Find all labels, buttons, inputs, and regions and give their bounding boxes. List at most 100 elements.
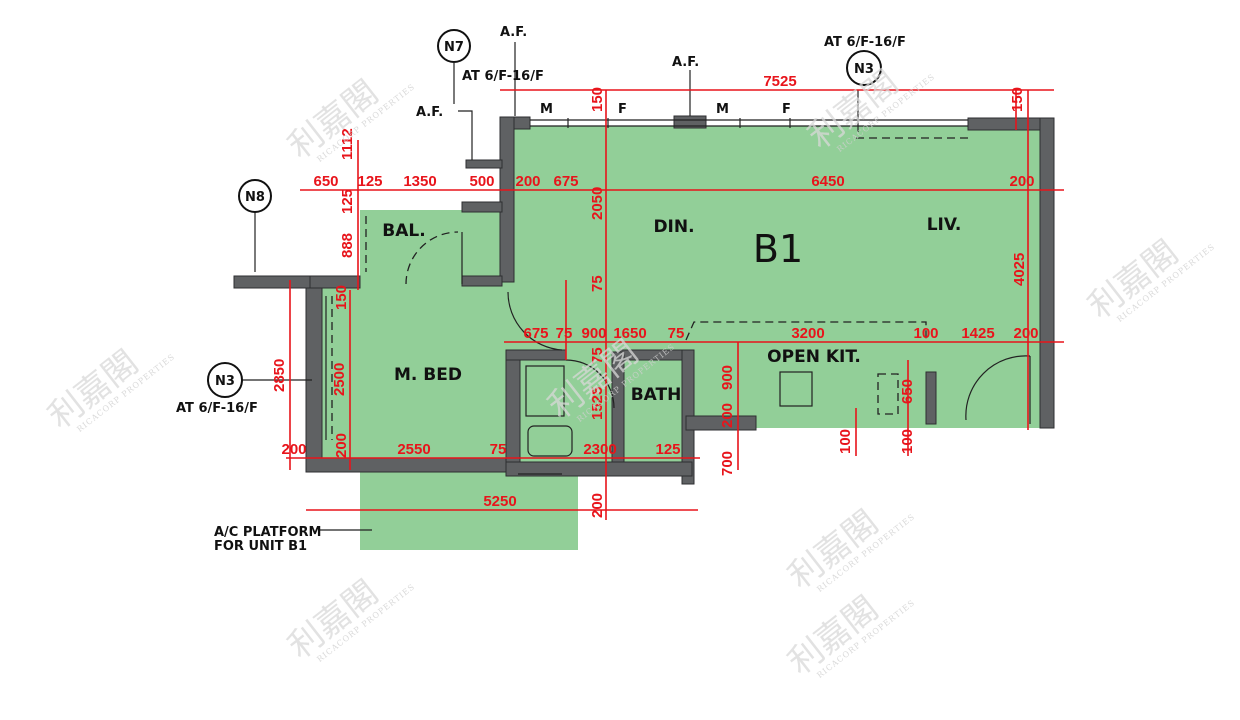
dim-150-left: 150 xyxy=(333,285,350,310)
dim-200-a: 200 xyxy=(515,173,540,190)
note-ac-line1: A/C PLATFORM xyxy=(214,525,322,540)
dim-700: 700 xyxy=(719,451,736,476)
note-floors-n7: AT 6/F-16/F xyxy=(462,69,544,84)
dim-75-v: 75 xyxy=(589,275,606,292)
dim-75-c: 75 xyxy=(490,441,507,458)
dim-2850: 2850 xyxy=(271,359,288,392)
dim-2050: 2050 xyxy=(589,187,606,220)
room-dining: DIN. xyxy=(653,217,694,237)
entry-door-swing xyxy=(965,355,1031,421)
dim-100-a: 100 xyxy=(913,325,938,342)
note-floors-n3-left: AT 6/F-16/F xyxy=(176,401,258,416)
dim-1112: 1112 xyxy=(339,128,356,160)
wall-bed-bottom xyxy=(305,457,513,473)
room-open-kitchen: OPEN KIT. xyxy=(767,347,861,367)
floor-areas xyxy=(320,126,1044,550)
dim-150-top: 150 xyxy=(589,87,606,112)
wall-right xyxy=(1039,117,1055,429)
wall-wc-left xyxy=(505,351,521,473)
fixtures xyxy=(242,42,1031,531)
kitchen-hob xyxy=(779,371,813,407)
dim-1525: 1525 xyxy=(589,387,606,420)
window-label-f2: F xyxy=(782,102,791,117)
bath-floor xyxy=(622,352,686,462)
watermark-4: 利嘉閣 RICACORP PROPERTIES xyxy=(41,343,177,437)
dim-150-right: 150 xyxy=(1009,87,1026,112)
dim-3200: 3200 xyxy=(791,325,824,342)
callout-n3-top-circle xyxy=(846,50,882,86)
callout-n3-left-circle xyxy=(207,362,243,398)
balcony-floor xyxy=(360,210,510,280)
wall-wc-top xyxy=(505,349,567,361)
dim-900-b: 900 xyxy=(719,365,736,390)
wc-toilet xyxy=(527,425,573,457)
dim-125-b: 125 xyxy=(655,441,680,458)
note-af-2: A.F. xyxy=(672,55,699,70)
dim-888: 888 xyxy=(339,233,356,258)
dim-5250: 5250 xyxy=(483,493,516,510)
window-label-f1: F xyxy=(618,102,627,117)
dim-100-b: 100 xyxy=(837,429,854,454)
watermark-7: 利嘉閣 RICACORP PROPERTIES xyxy=(281,573,417,667)
kitchen-floor xyxy=(686,342,1044,428)
window-label-m2: M xyxy=(716,102,729,117)
watermark-3: 利嘉閣 RICACORP PROPERTIES xyxy=(1081,233,1217,327)
wall-ledge-left xyxy=(233,275,311,289)
dim-650-k: 650 xyxy=(899,379,916,404)
balcony-door-swing xyxy=(405,231,459,285)
kitchen-counter-dashed xyxy=(685,321,927,341)
dim-125-a: 125 xyxy=(357,173,382,190)
dim-1425: 1425 xyxy=(961,325,994,342)
callout-n3-left: N3 xyxy=(215,374,235,389)
watermark-6: 利嘉閣 RICACORP PROPERTIES xyxy=(781,503,917,597)
dim-6450: 6450 xyxy=(811,173,844,190)
dimension-lines xyxy=(286,89,1064,520)
unit-name: B1 xyxy=(753,227,803,271)
dim-2550: 2550 xyxy=(397,441,430,458)
master-bed-floor xyxy=(320,280,510,462)
dim-1125: 125 xyxy=(339,189,356,214)
wall-bal-top xyxy=(461,201,503,213)
callouts: N7 N3 N8 N3 xyxy=(207,29,882,398)
bed-door-swing xyxy=(507,291,563,351)
wall-kit-right-fin xyxy=(925,371,937,425)
wall-wc-bottom xyxy=(505,461,693,477)
wall-bed-left xyxy=(305,275,323,469)
dim-200-f: 200 xyxy=(333,433,350,458)
corridor-floor xyxy=(510,280,686,352)
wall-af-n7 xyxy=(465,159,503,169)
dim-675-a: 675 xyxy=(553,173,578,190)
dim-900-a: 900 xyxy=(581,325,606,342)
dim-100-c: 100 xyxy=(899,429,916,454)
dim-75-vb: 75 xyxy=(589,347,606,364)
shower-tray xyxy=(525,365,565,417)
walls xyxy=(233,115,1055,485)
callout-n8-circle xyxy=(238,179,272,213)
dim-200-b: 200 xyxy=(1009,173,1034,190)
note-af-1: A.F. xyxy=(500,25,527,40)
wall-living-left xyxy=(499,116,515,283)
dim-4025: 4025 xyxy=(1011,253,1028,286)
dim-7525: 7525 xyxy=(763,73,796,90)
dim-1650: 1650 xyxy=(613,325,646,342)
note-floors-n3-top: AT 6/F-16/F xyxy=(824,35,906,50)
callout-n3-top: N3 xyxy=(854,62,874,77)
wc-floor xyxy=(512,352,622,462)
af-leader-1 xyxy=(458,110,473,160)
room-balcony: BAL. xyxy=(382,221,425,241)
dim-200-e: 200 xyxy=(281,441,306,458)
room-master-bed: M. BED xyxy=(394,365,462,385)
room-labels: B1 DIN. LIV. BAL. M. BED BATH OPEN KIT. xyxy=(382,215,961,405)
note-af-3: A.F. xyxy=(416,105,443,120)
dim-675-b: 675 xyxy=(523,325,548,342)
dim-75-b: 75 xyxy=(668,325,685,342)
dim-1350: 1350 xyxy=(403,173,436,190)
kitchen-fridge xyxy=(877,373,899,415)
note-ac-line2: FOR UNIT B1 xyxy=(214,539,307,554)
room-living: LIV. xyxy=(927,215,962,235)
room-bath: BATH xyxy=(631,385,682,405)
notes: A.F. A.F. A.F. AT 6/F-16/F AT 6/F-16/F A… xyxy=(176,25,906,554)
dim-650: 650 xyxy=(313,173,338,190)
dim-200-c: 200 xyxy=(1013,325,1038,342)
